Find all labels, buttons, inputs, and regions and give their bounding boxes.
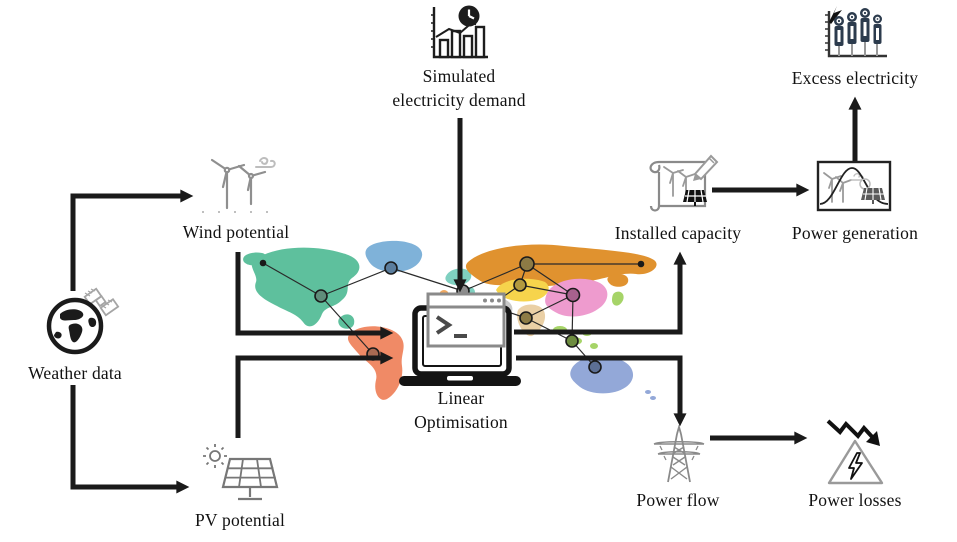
excess-bar-figures xyxy=(834,8,882,56)
label-pv-potential: PV potential xyxy=(194,510,286,530)
wind-turbines-icon xyxy=(202,157,276,213)
transmission-tower-icon xyxy=(653,425,705,483)
label-excess-electricity: Excess electricity xyxy=(791,68,919,88)
mini-solar-panel-glyph xyxy=(861,187,885,204)
terminal-window-glyph xyxy=(426,292,506,348)
label-line: Optimisation xyxy=(414,412,508,432)
arrow-optimisation-to-flow xyxy=(516,355,687,427)
map-greenland xyxy=(365,240,423,272)
label-line: Linear xyxy=(437,388,485,408)
label-simulated-electricity-demand: Simulated electricity demand xyxy=(339,64,579,112)
sun-glyph xyxy=(203,444,227,468)
arrow-wind-to-optimisation xyxy=(235,252,394,340)
globe-continents xyxy=(54,309,97,343)
lightning-triangle-icon xyxy=(826,419,884,485)
declining-zigzag-arrow xyxy=(826,419,880,446)
excess-bars-icon xyxy=(825,6,887,58)
arrow-weather-to-pv xyxy=(70,385,190,494)
label-power-flow: Power flow xyxy=(636,490,720,510)
label-power-losses: Power losses xyxy=(808,490,902,510)
blueprint-pencil-icon xyxy=(649,154,719,212)
demand-chart-icon xyxy=(431,5,488,59)
solar-panel-icon xyxy=(203,444,279,501)
label-linear-optimisation: Linear Optimisation xyxy=(361,386,561,434)
laptop-terminal-icon xyxy=(399,292,521,386)
label-line: Simulated xyxy=(422,66,496,86)
lightning-flash-glyph xyxy=(829,6,842,24)
globe-satellite-icon xyxy=(46,287,120,355)
label-weather-data: Weather data xyxy=(28,363,122,383)
satellite-glyph xyxy=(83,287,120,317)
label-wind-potential: Wind potential xyxy=(182,222,290,242)
arrow-pv-to-optimisation xyxy=(235,351,394,438)
arrow-optimisation-to-installed xyxy=(514,251,687,335)
lightning-bolt-glyph xyxy=(848,452,863,480)
map-australia xyxy=(570,356,634,394)
map-russia xyxy=(465,244,657,287)
mini-solar-panel-glyph xyxy=(683,189,707,206)
arrow-weather-to-wind xyxy=(70,189,194,291)
label-power-generation: Power generation xyxy=(791,223,919,243)
label-line: electricity demand xyxy=(392,90,526,110)
label-installed-capacity: Installed capacity xyxy=(614,223,742,243)
generation-landscape-icon xyxy=(816,160,892,212)
pencil-glyph xyxy=(693,154,719,181)
map-south-america xyxy=(347,326,404,400)
